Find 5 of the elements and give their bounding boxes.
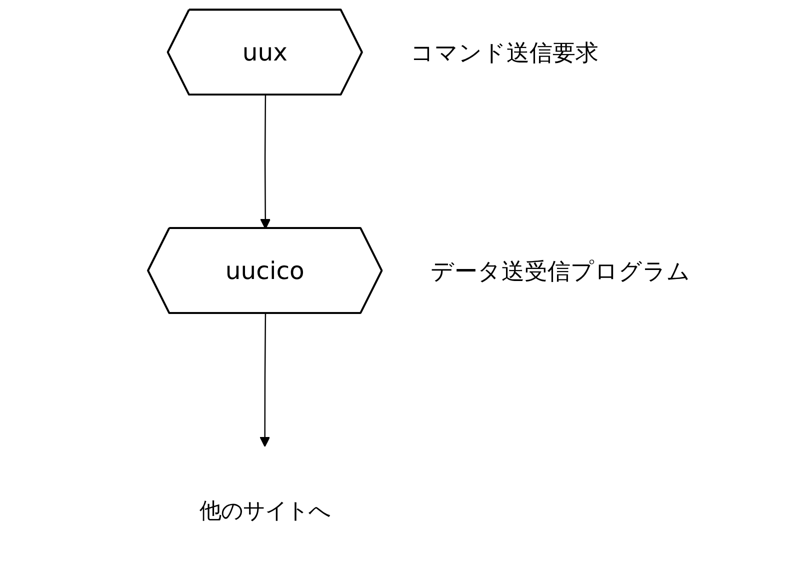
arrow <box>260 314 270 447</box>
node-text: 他のサイトへ <box>199 498 330 524</box>
node-caption: データ送受信プログラム <box>430 259 690 286</box>
arrow <box>260 95 271 230</box>
node-caption: コマンド送信要求 <box>410 40 598 67</box>
